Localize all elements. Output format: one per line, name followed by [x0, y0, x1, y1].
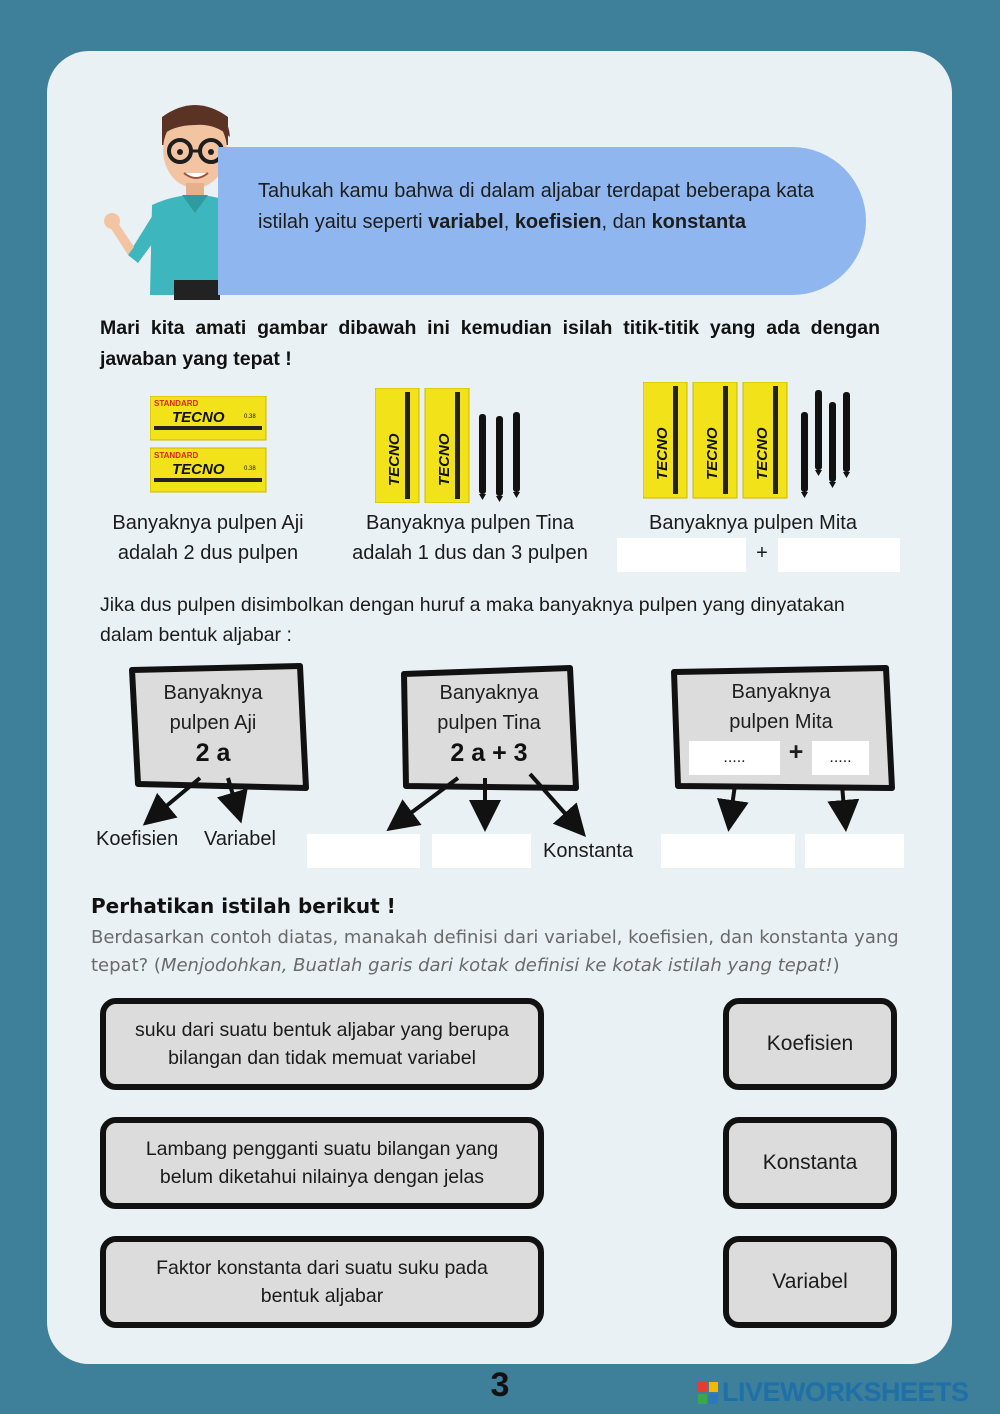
aji-box1-brand: STANDARD	[154, 399, 199, 408]
label-koefisien: Koefisien	[96, 828, 179, 850]
mita-pen-boxes-image: TECNO TECNO TECNO	[643, 382, 850, 499]
mita-box1-name: TECNO	[654, 427, 671, 480]
liveworksheets-logo-icon	[698, 1382, 718, 1404]
mita-expr-plus: +	[788, 738, 804, 766]
mita-expr-blank-2: .....	[812, 741, 869, 775]
aji-box2-brand: STANDARD	[154, 451, 199, 460]
mita-expr-blank-1[interactable]: .....	[689, 741, 780, 775]
section-subtext: Berdasarkan contoh diatas, manakah defin…	[91, 927, 899, 976]
mita-caption: Banyaknya pulpen Mita	[649, 512, 857, 534]
instruction-text: Mari kita amati gambar dibawah ini kemud…	[100, 317, 880, 370]
definition-box-1[interactable]: suku dari suatu bentuk aljabar yang beru…	[100, 998, 544, 1090]
aji-box2-size: 0.38	[244, 466, 256, 472]
term-box-konstanta[interactable]: Konstanta	[723, 1117, 897, 1209]
tina-variabel-input[interactable]	[432, 834, 531, 868]
label-variabel: Variabel	[204, 828, 276, 850]
aji-caption: Banyaknya pulpen Aji adalah 2 dus pulpen	[112, 512, 304, 564]
definition-box-2[interactable]: Lambang pengganti suatu bilangan yang be…	[100, 1117, 544, 1209]
term-box-variabel[interactable]: Variabel	[723, 1236, 897, 1328]
aji-sign-frame	[129, 663, 309, 791]
aji-expression: 2 a	[195, 739, 231, 767]
tina-caption: Banyaknya pulpen Tina adalah 1 dus dan 3…	[352, 512, 588, 564]
term-box-koefisien[interactable]: Koefisien	[723, 998, 897, 1090]
label-konstanta: Konstanta	[543, 840, 634, 862]
mita-term-input-2[interactable]	[805, 834, 904, 868]
tina-box1-name: TECNO	[386, 433, 403, 486]
algebra-paragraph: Jika dus pulpen disimbolkan dengan huruf…	[100, 594, 845, 646]
speech-bubble	[218, 147, 866, 295]
liveworksheets-watermark: LIVEWORKSHEETS	[722, 1377, 969, 1407]
mita-dus-input[interactable]	[617, 538, 746, 572]
section-heading: Perhatikan istilah berikut !	[91, 894, 396, 918]
mita-pen-input[interactable]	[778, 538, 900, 572]
mita-term-input-1[interactable]	[661, 834, 795, 868]
tina-box2-name: TECNO	[436, 433, 453, 486]
aji-box2-name: TECNO	[172, 461, 225, 478]
page-number: 3	[490, 1366, 510, 1404]
aji-box1-size: 0.38	[244, 414, 256, 420]
mita-plus-sign: +	[756, 542, 768, 564]
aji-pen-boxes-image: STANDARD TECNO 0.38 STANDARD TECNO 0.38	[150, 396, 267, 493]
mita-sign-text: Banyaknya pulpen Mita	[729, 681, 833, 733]
aji-sign-text: Banyaknya pulpen Aji 2 a	[130, 678, 296, 768]
mita-box2-name: TECNO	[704, 427, 721, 480]
definition-box-3[interactable]: Faktor konstanta dari suatu suku pada be…	[100, 1236, 544, 1328]
tina-expression: 2 a + 3	[450, 739, 528, 767]
tina-sign-text: Banyaknya pulpen Tina 2 a + 3	[405, 678, 573, 768]
intro-text: Tahukah kamu bahwa di dalam aljabar terd…	[258, 180, 814, 233]
mita-box3-name: TECNO	[754, 427, 771, 480]
aji-box1-name: TECNO	[172, 409, 225, 426]
tina-koefisien-input[interactable]	[307, 834, 420, 868]
tina-pen-boxes-image: TECNO TECNO	[375, 388, 520, 503]
